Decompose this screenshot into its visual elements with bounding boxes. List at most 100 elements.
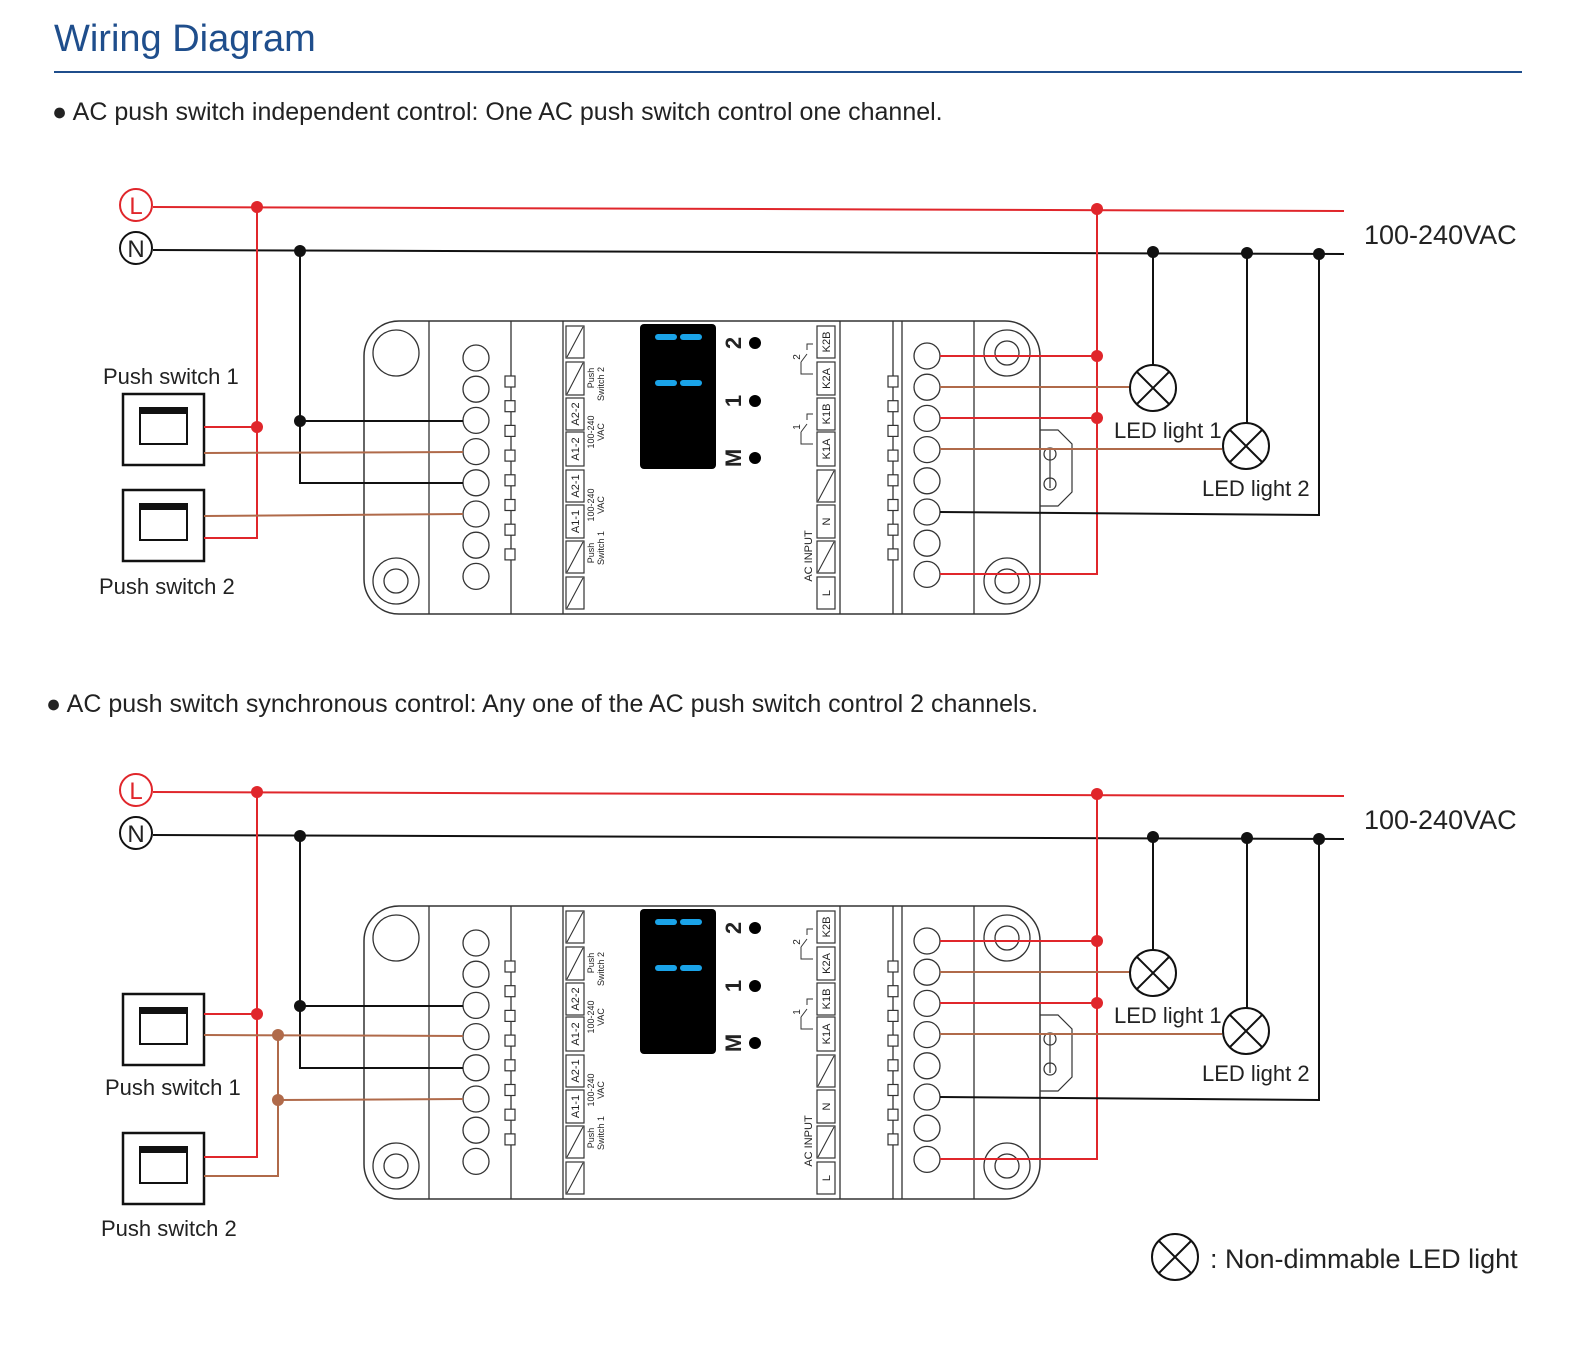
- terminal-slot: [565, 431, 585, 467]
- relay-contact-icon: [800, 928, 813, 960]
- indicator-label: 1: [721, 980, 746, 992]
- note: Push: [586, 953, 596, 974]
- live-label: L: [129, 778, 142, 805]
- right-terminal-screw: [913, 404, 941, 433]
- unused-slot-mark: [566, 362, 584, 395]
- terminal-clamp: [887, 449, 899, 462]
- display-segment: [680, 919, 702, 925]
- terminal-slot: [816, 1161, 836, 1195]
- terminal-slot: [816, 576, 836, 610]
- left-terminal-screw: [462, 562, 490, 591]
- terminal-clamp: [504, 960, 516, 973]
- legend-label: : Non-dimmable LED light: [1210, 1244, 1518, 1274]
- junction-dot: [1241, 832, 1253, 844]
- mounting-hole: [983, 1142, 1031, 1190]
- right-terminal-label: N: [821, 517, 833, 525]
- junction-dot: [1147, 246, 1159, 258]
- switch-rocker-top: [140, 1147, 187, 1153]
- junction-dot: [749, 922, 761, 934]
- junction-dot: [251, 201, 263, 213]
- right-terminal-label: K1B: [821, 989, 833, 1010]
- mounting-hole-inner: [994, 340, 1020, 366]
- left-terminal-label: A1-2: [570, 1022, 582, 1045]
- right-terminal-screw: [913, 958, 941, 986]
- left-terminal-screw: [462, 344, 490, 372]
- right-terminal-screw: [913, 498, 941, 526]
- terminal-slot: [565, 469, 585, 503]
- junction-dot: [1091, 997, 1103, 1009]
- right-terminal-screw: [913, 342, 941, 370]
- display-segment: [680, 380, 702, 386]
- junction-dot: [251, 1008, 263, 1020]
- junction-dot: [294, 415, 306, 427]
- display-segment: [655, 965, 677, 971]
- terminal-clamp: [887, 1059, 899, 1072]
- left-terminal-screw: [462, 960, 490, 988]
- note: Switch 2: [596, 367, 606, 401]
- mounting-hole: [372, 1142, 420, 1190]
- terminal-slot: [565, 1054, 585, 1088]
- unused-slot-mark: [566, 947, 584, 980]
- terminal-clamp: [504, 985, 516, 998]
- left-terminal-label: A1-1: [570, 510, 582, 533]
- note: VAC: [596, 423, 606, 441]
- live-label: L: [129, 193, 142, 220]
- terminal-slot: [816, 910, 836, 944]
- right-terminal-screw: [913, 927, 941, 955]
- terminal-slot: [816, 504, 836, 539]
- live-bus: [152, 791, 1345, 797]
- junction-dot: [749, 395, 761, 407]
- terminal-clamp: [504, 1108, 516, 1121]
- indicator-label: M: [721, 449, 746, 467]
- terminal-slot: [565, 1016, 585, 1052]
- unused-slot-mark: [566, 541, 584, 573]
- unused-slot-mark: [566, 326, 584, 358]
- terminal-slot: [816, 1089, 836, 1124]
- note: Switch 2: [596, 952, 606, 986]
- terminal-clamp: [887, 985, 899, 998]
- left-terminal-screw: [462, 500, 490, 528]
- left-terminal-label: A2-1: [570, 1059, 582, 1082]
- terminal-slot: [816, 325, 836, 359]
- indicator-label: M: [721, 1034, 746, 1052]
- din-clip: [1040, 429, 1073, 507]
- neutral-label: N: [127, 236, 144, 263]
- unused-slot-mark: [817, 1126, 835, 1158]
- mounting-hole-inner: [994, 568, 1020, 594]
- terminal-slot: [816, 946, 836, 981]
- left-terminal-screw: [462, 929, 490, 957]
- terminal-clamp: [887, 1108, 899, 1121]
- junction-dot: [1091, 203, 1103, 215]
- note: VAC: [596, 1081, 606, 1099]
- junction-dot: [1091, 788, 1103, 800]
- indicator-label: 1: [721, 395, 746, 407]
- note: 100-240: [586, 415, 596, 448]
- mounting-hole-inner: [994, 1153, 1020, 1179]
- junction-dot: [294, 1000, 306, 1012]
- terminal-clamp: [887, 1133, 899, 1146]
- note: VAC: [596, 496, 606, 514]
- right-terminal-screw: [913, 1083, 941, 1111]
- right-terminal-label: K2B: [821, 332, 833, 353]
- lamp-cross: [1136, 956, 1170, 990]
- right-terminal-screw: [913, 467, 941, 495]
- lamp-cross: [1229, 1014, 1263, 1048]
- neutral-return: [939, 839, 1320, 1102]
- right-terminal-screw: [913, 373, 941, 401]
- unused-slot-mark: [566, 911, 584, 943]
- live-to-controller: [940, 209, 1098, 575]
- left-terminal-screw: [462, 1147, 490, 1176]
- junction-dot: [749, 980, 761, 992]
- mounting-hole: [372, 914, 420, 962]
- lamp-cross: [1136, 371, 1170, 405]
- relay-label: 2: [792, 354, 803, 360]
- right-terminal-screw: [913, 989, 941, 1018]
- right-terminal-label: L: [821, 1175, 833, 1181]
- wire: [277, 1098, 464, 1101]
- right-terminal-label: K1B: [821, 404, 833, 425]
- right-terminal-label: K2B: [821, 917, 833, 938]
- switch-rocker-top: [140, 408, 187, 414]
- junction-dot: [1091, 935, 1103, 947]
- note: Push: [586, 543, 596, 564]
- terminal-clamp: [504, 449, 516, 462]
